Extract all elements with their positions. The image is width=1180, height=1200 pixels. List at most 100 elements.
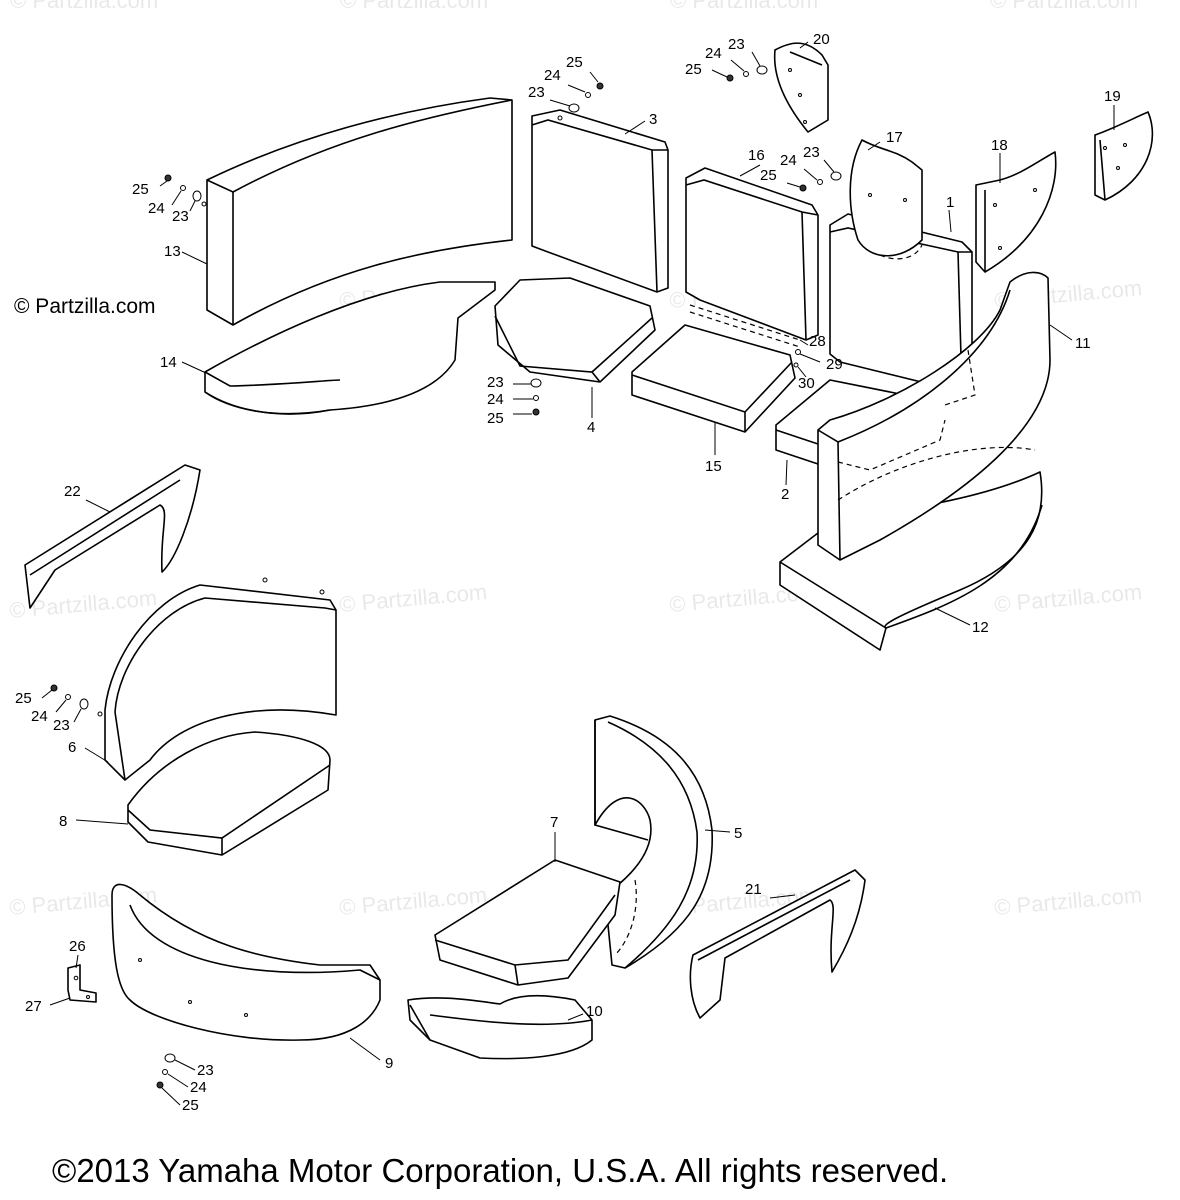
part-28-cord [689, 311, 801, 348]
part-28-cord [689, 304, 801, 341]
callout-24: 24 [780, 152, 797, 169]
stud-icon [201, 201, 207, 207]
callout-30: 30 [798, 375, 815, 392]
callout-3: 3 [649, 111, 657, 128]
lock-washer-icon [817, 179, 823, 185]
hole-icon [73, 975, 79, 981]
nut-icon [799, 184, 807, 192]
part-19-back-pad [1094, 111, 1154, 201]
callout-10: 10 [586, 1003, 603, 1020]
part-17-back-pad [849, 139, 923, 260]
part-22-trim [24, 464, 201, 609]
stud-icon [798, 93, 802, 97]
stud-icon [868, 193, 872, 197]
part-7-seat-cushion [434, 859, 621, 986]
washer-icon [830, 171, 842, 181]
callout-25: 25 [15, 690, 32, 707]
callout-25: 25 [760, 167, 777, 184]
stud-icon [97, 711, 103, 717]
stud-icon [557, 115, 563, 121]
callout-23: 23 [487, 374, 504, 391]
callout-23: 23 [803, 144, 820, 161]
watermark: © Partzilla.com [990, 0, 1138, 13]
callout-9: 9 [385, 1055, 393, 1072]
clip-icon [793, 362, 799, 368]
stud-icon [244, 1013, 248, 1017]
stud-icon [803, 120, 807, 124]
callout-24: 24 [190, 1079, 207, 1096]
callout-17: 17 [886, 129, 903, 146]
part-18-back-pad [975, 151, 1057, 273]
watermark: © Partzilla.com [338, 882, 488, 920]
stud-icon [319, 589, 325, 595]
part-11-backrest [817, 271, 1051, 561]
washer-icon [568, 103, 580, 113]
callout-23: 23 [728, 36, 745, 53]
part-10-cushion [407, 994, 593, 1060]
nut-icon [50, 684, 58, 692]
callout-20: 20 [813, 31, 830, 48]
callout-11: 11 [1075, 335, 1091, 352]
lock-washer-icon [743, 71, 749, 77]
stud-icon [262, 577, 268, 583]
nut-icon [532, 408, 540, 416]
callout-14: 14 [160, 354, 177, 371]
nut-icon [726, 74, 734, 82]
callout-23: 23 [528, 84, 545, 101]
part-21-trim [689, 869, 866, 1019]
watermark: © Partzilla.com [340, 0, 488, 13]
lock-washer-icon [162, 1069, 168, 1075]
part-13-backrest [201, 97, 513, 326]
part-3-cushion [531, 109, 669, 293]
part-14-seat-base [204, 281, 496, 415]
stud-icon [998, 246, 1002, 250]
callout-2: 2 [781, 486, 789, 503]
part-4-seat-cushion [494, 277, 656, 383]
clip-icon [795, 349, 801, 355]
callout-8: 8 [59, 813, 67, 830]
washer-icon [192, 190, 202, 202]
stud-icon [1116, 166, 1120, 170]
callout-24: 24 [705, 45, 722, 62]
callout-5: 5 [734, 825, 742, 842]
callout-23: 23 [172, 208, 189, 225]
callout-25: 25 [182, 1097, 199, 1114]
nut-icon [596, 82, 604, 90]
watermark: © Partzilla.com [338, 579, 488, 617]
callout-1: 1 [946, 194, 954, 211]
stud-icon [1123, 143, 1127, 147]
callout-16: 16 [748, 147, 765, 164]
callout-22: 22 [64, 483, 81, 500]
callout-24: 24 [544, 67, 561, 84]
callout-18: 18 [991, 137, 1008, 154]
stud-icon [188, 1000, 192, 1004]
washer-icon [530, 378, 542, 388]
callout-26: 26 [69, 938, 86, 955]
callout-25: 25 [685, 61, 702, 78]
stud-icon [138, 958, 142, 962]
stud-icon [788, 68, 792, 72]
callout-28: 28 [809, 333, 826, 350]
callout-7: 7 [550, 814, 558, 831]
callout-25: 25 [487, 410, 504, 427]
callout-24: 24 [148, 200, 165, 217]
washer-icon [164, 1053, 176, 1063]
part-6-backrest [97, 577, 337, 781]
lock-washer-icon [585, 92, 591, 98]
callout-12: 12 [972, 619, 989, 636]
copyright-notice: ©2013 Yamaha Motor Corporation, U.S.A. A… [52, 1152, 948, 1189]
callout-labels: 1 2 3 4 5 6 7 8 9 10 11 12 13 14 15 16 1… [15, 31, 1121, 1114]
callout-25: 25 [132, 181, 149, 198]
hole-icon [86, 995, 90, 999]
lock-washer-icon [533, 395, 539, 401]
watermark: © Partzilla.com [993, 579, 1143, 617]
watermark: © Partzilla.com [670, 0, 818, 13]
washer-icon [79, 698, 89, 710]
watermark: © Partzilla.com [993, 882, 1143, 920]
part-5-backrest [594, 715, 714, 969]
callout-13: 13 [164, 243, 181, 260]
callout-24: 24 [487, 391, 504, 408]
part-8-seat-cushion [127, 731, 331, 856]
hardware-leader-lines [41, 51, 835, 1106]
callout-19: 19 [1104, 88, 1121, 105]
